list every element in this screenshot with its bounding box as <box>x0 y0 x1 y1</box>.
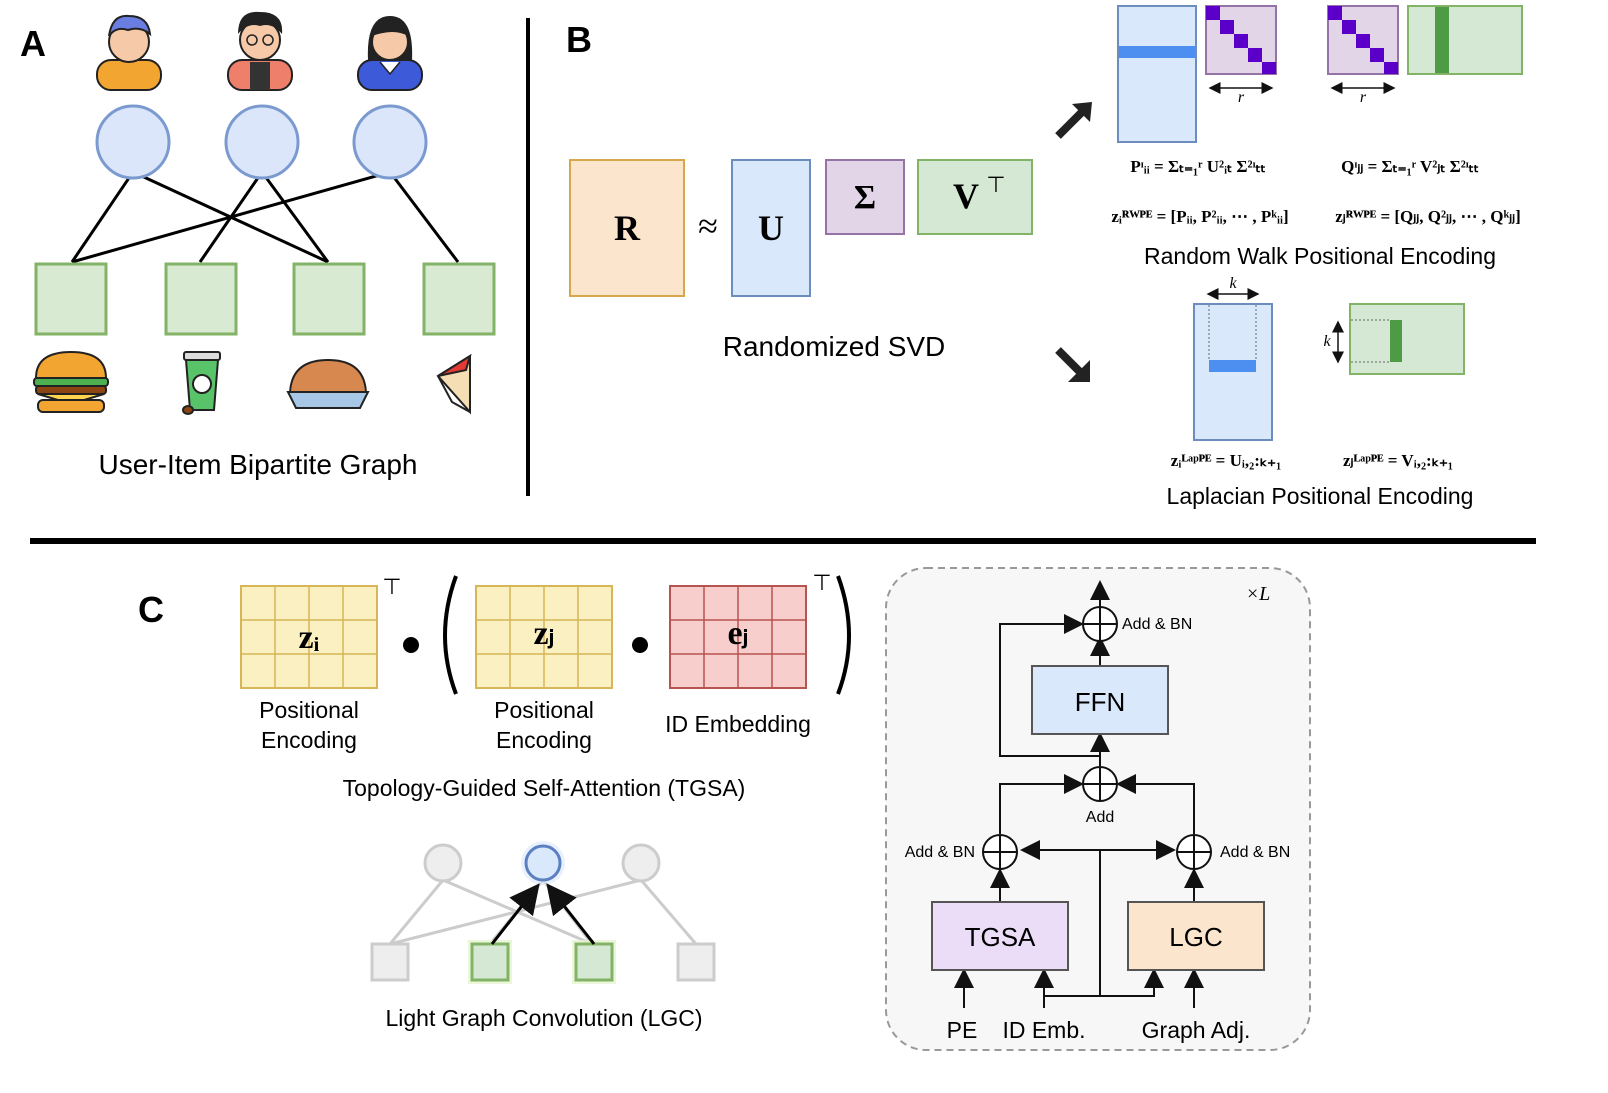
ej-transpose: ⊤ <box>812 570 831 595</box>
rwpe-u-matrix <box>1117 5 1197 143</box>
paren-right <box>836 575 851 695</box>
add-bn-right-label: Add & BN <box>1220 844 1290 861</box>
add-node-top <box>1082 606 1118 642</box>
input-graph-label: Graph Adj. <box>1142 1017 1251 1043</box>
bipartite-edges <box>70 170 460 264</box>
sandwich-icon <box>436 353 472 415</box>
rwpe-formula-zj: zⱼᴿᵂᴾᴱ = [Qⱼⱼ, Q²ⱼⱼ, ⋯ , Qᵏⱼⱼ] <box>1335 207 1521 226</box>
ej-matrix: eⱼ <box>669 585 807 689</box>
matrix-v-transpose: V ⊤ <box>917 159 1033 235</box>
input-pe-label: PE <box>947 1017 978 1043</box>
add-bn-left-label: Add & BN <box>905 844 975 861</box>
lappe-u-matrix: k <box>1193 275 1273 441</box>
panel-a-caption: User-Item Bipartite Graph <box>99 449 418 480</box>
lappe-v-matrix: k <box>1323 303 1465 375</box>
svd-caption: Randomized SVD <box>723 331 946 362</box>
burger-icon <box>33 350 109 413</box>
rwpe-formula-zi: zᵢᴿᵂᴾᴱ = [Pᵢᵢ, P²ᵢᵢ, ⋯ , Pᵏᵢᵢ] <box>1111 207 1288 226</box>
user-icon-2 <box>227 11 293 91</box>
svg-text:k: k <box>1229 275 1237 292</box>
svg-text:R: R <box>614 208 641 248</box>
rwpe-v-matrix <box>1407 5 1523 75</box>
block-wiring <box>954 580 1204 1008</box>
lgc-graph <box>370 841 716 984</box>
approx-symbol: ≈ <box>698 206 718 246</box>
matrix-sigma: Σ <box>825 159 905 235</box>
id-embedding-label: ID Embedding <box>665 711 811 737</box>
svg-text:r: r <box>1238 89 1245 106</box>
add-node-mid <box>1082 766 1118 802</box>
tgsa-caption: Topology-Guided Self-Attention (TGSA) <box>343 775 746 801</box>
matrix-r: R <box>569 159 685 297</box>
item-node-3 <box>292 262 366 336</box>
rwpe-caption: Random Walk Positional Encoding <box>1144 243 1496 269</box>
add-node-left <box>982 834 1018 870</box>
dot-operator-2 <box>632 637 648 653</box>
zi-matrix: zᵢ <box>240 585 378 689</box>
svg-text:zᵢ: zᵢ <box>298 619 319 656</box>
repeat-label: ×L <box>1246 583 1271 605</box>
item-node-4 <box>422 262 496 336</box>
lgc-block: LGC <box>1127 901 1265 971</box>
rwpe-formula-p: Pᶦᵢᵢ = Σₜ₌₁ʳ U²ᵢₜ Σ²ᶦₜₜ <box>1130 157 1265 176</box>
panel-c-letter: C <box>138 589 164 630</box>
rwpe-formula-q: Qᶦⱼⱼ = Σₜ₌₁ʳ V²ⱼₜ Σ²ᶦₜₜ <box>1341 157 1479 176</box>
panel-a-letter: A <box>20 23 46 64</box>
svg-text:Σ: Σ <box>854 179 876 216</box>
svg-text:r: r <box>1360 89 1367 106</box>
add-bn-top-label: Add & BN <box>1122 616 1192 633</box>
svg-text:V: V <box>953 176 979 216</box>
lappe-caption: Laplacian Positional Encoding <box>1167 483 1474 509</box>
user-icon-1 <box>96 14 162 91</box>
ffn-block: FFN <box>1031 665 1169 735</box>
lgc-caption: Light Graph Convolution (LGC) <box>385 1005 702 1031</box>
user-node-1 <box>95 104 171 180</box>
svg-text:zⱼ: zⱼ <box>533 615 554 652</box>
matrix-u: U <box>731 159 811 297</box>
paren-left <box>443 575 458 695</box>
input-id-label: ID Emb. <box>1002 1017 1085 1043</box>
rwpe-sigma-left: r <box>1205 5 1277 106</box>
svg-text:eⱼ: eⱼ <box>727 615 748 652</box>
pe-label-1b: Encoding <box>261 727 357 753</box>
pe-label-2a: Positional <box>494 697 594 723</box>
pe-label-2b: Encoding <box>496 727 592 753</box>
svg-text:k: k <box>1323 333 1331 350</box>
dot-operator-1 <box>403 637 419 653</box>
rwpe-sigma-right: r <box>1327 5 1399 106</box>
add-node-right <box>1176 834 1212 870</box>
arrow-down-right-icon <box>1055 347 1090 382</box>
pe-label-1a: Positional <box>259 697 359 723</box>
user-node-3 <box>352 104 428 180</box>
tgsa-block: TGSA <box>931 901 1069 971</box>
add-mid-label: Add <box>1086 809 1114 826</box>
arrow-up-right-icon <box>1055 102 1092 139</box>
item-node-2 <box>164 262 238 336</box>
lappe-formula-zj: zⱼᴸᵃᵖᴾᴱ = Vᵢ,₂:ₖ₊₁ <box>1343 451 1453 470</box>
svg-text:TGSA: TGSA <box>965 922 1036 952</box>
svg-text:LGC: LGC <box>1169 922 1222 952</box>
svg-text:FFN: FFN <box>1075 687 1126 717</box>
pie-icon <box>286 358 370 409</box>
lappe-formula-zi: zᵢᴸᵃᵖᴾᴱ = Uᵢ,₂:ₖ₊₁ <box>1171 451 1281 470</box>
coffee-icon <box>182 351 221 415</box>
svg-text:U: U <box>758 208 784 248</box>
zi-transpose: ⊤ <box>382 574 401 599</box>
panel-b-letter: B <box>566 19 592 60</box>
user-node-2 <box>224 104 300 180</box>
user-icon-3 <box>357 16 423 91</box>
item-node-1 <box>34 262 108 336</box>
zj-matrix: zⱼ <box>475 585 613 689</box>
svg-text:⊤: ⊤ <box>986 172 1005 197</box>
